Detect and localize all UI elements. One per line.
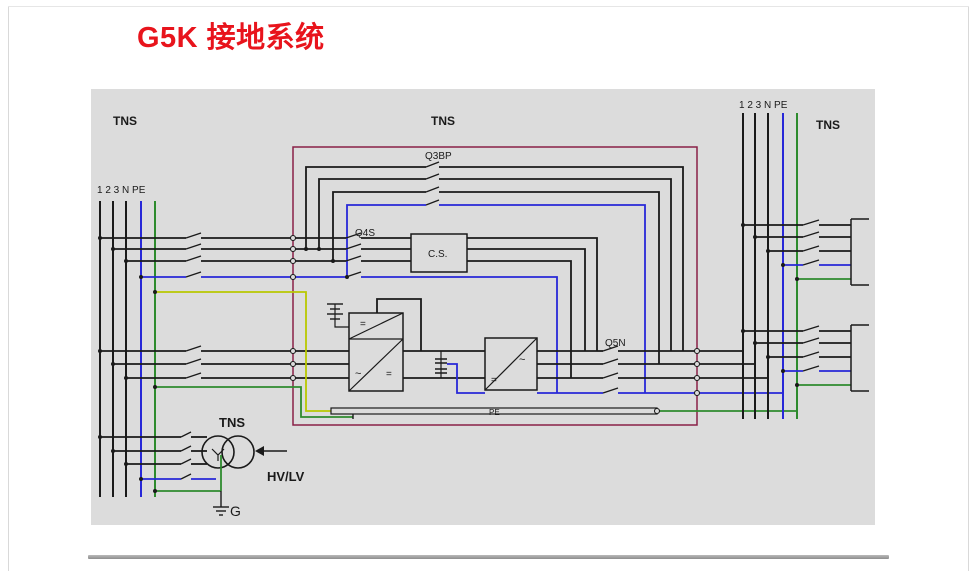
slide-frame-right: [968, 6, 969, 571]
input-feeder-lower: [100, 345, 293, 388]
rectifier-dc-symbol-2: =: [386, 369, 392, 380]
output-feeder-lower: [743, 324, 869, 392]
slide-frame-left: [8, 6, 9, 571]
transformer-feeder: [100, 431, 287, 516]
rectifier-ac-symbol: ~: [355, 368, 361, 380]
label-cs: C.S.: [428, 249, 447, 260]
label-phases-right: 1 2 3 N PE: [739, 100, 788, 111]
input-feeder-upper: [100, 232, 293, 293]
rectifier-dc-symbol: =: [360, 319, 366, 330]
label-ground: G: [230, 503, 241, 519]
inverter-ac-symbol: ~: [519, 354, 525, 366]
label-tns-right: TNS: [816, 118, 840, 132]
enclosure-terminals: [289, 234, 701, 415]
label-hv-lv: HV/LV: [267, 469, 305, 484]
slide-frame-top: [8, 6, 969, 7]
footer-divider: [88, 555, 889, 559]
double-conversion-path: [293, 298, 597, 394]
transformer-secondary-coil: [221, 435, 255, 469]
static-switch-path: [293, 232, 598, 393]
battery-icon: [327, 303, 343, 320]
label-phases-left: 1 2 3 N PE: [97, 185, 146, 196]
capacitor-icon: [435, 358, 447, 374]
output-feeder-upper: [743, 218, 869, 286]
label-pe-bus: PE: [489, 408, 500, 417]
label-q4s: Q4S: [355, 228, 375, 239]
junction-dots: [98, 223, 799, 493]
diagram-svg: TNS TNS TNS 1 2 3 N PE 1 2 3 N PE Q3BP Q…: [91, 89, 875, 525]
transformer-primary-coil: [201, 435, 235, 469]
rectifier-block: [348, 312, 404, 392]
grounding-diagram: TNS TNS TNS 1 2 3 N PE 1 2 3 N PE Q3BP Q…: [91, 89, 875, 525]
label-tns-transformer: TNS: [219, 415, 245, 430]
diagram-background: [91, 89, 875, 525]
hv-input-arrow-icon: [255, 446, 287, 456]
page-title: G5K 接地系统: [137, 22, 325, 54]
label-q5n: Q5N: [605, 338, 626, 349]
label-q3bp: Q3BP: [425, 151, 452, 162]
label-tns-center: TNS: [431, 114, 455, 128]
inverter-dc-symbol: =: [491, 375, 497, 386]
label-tns-left: TNS: [113, 114, 137, 128]
ground-symbol: [213, 506, 229, 516]
cs-box: [410, 233, 468, 273]
ups-enclosure: [292, 146, 698, 426]
